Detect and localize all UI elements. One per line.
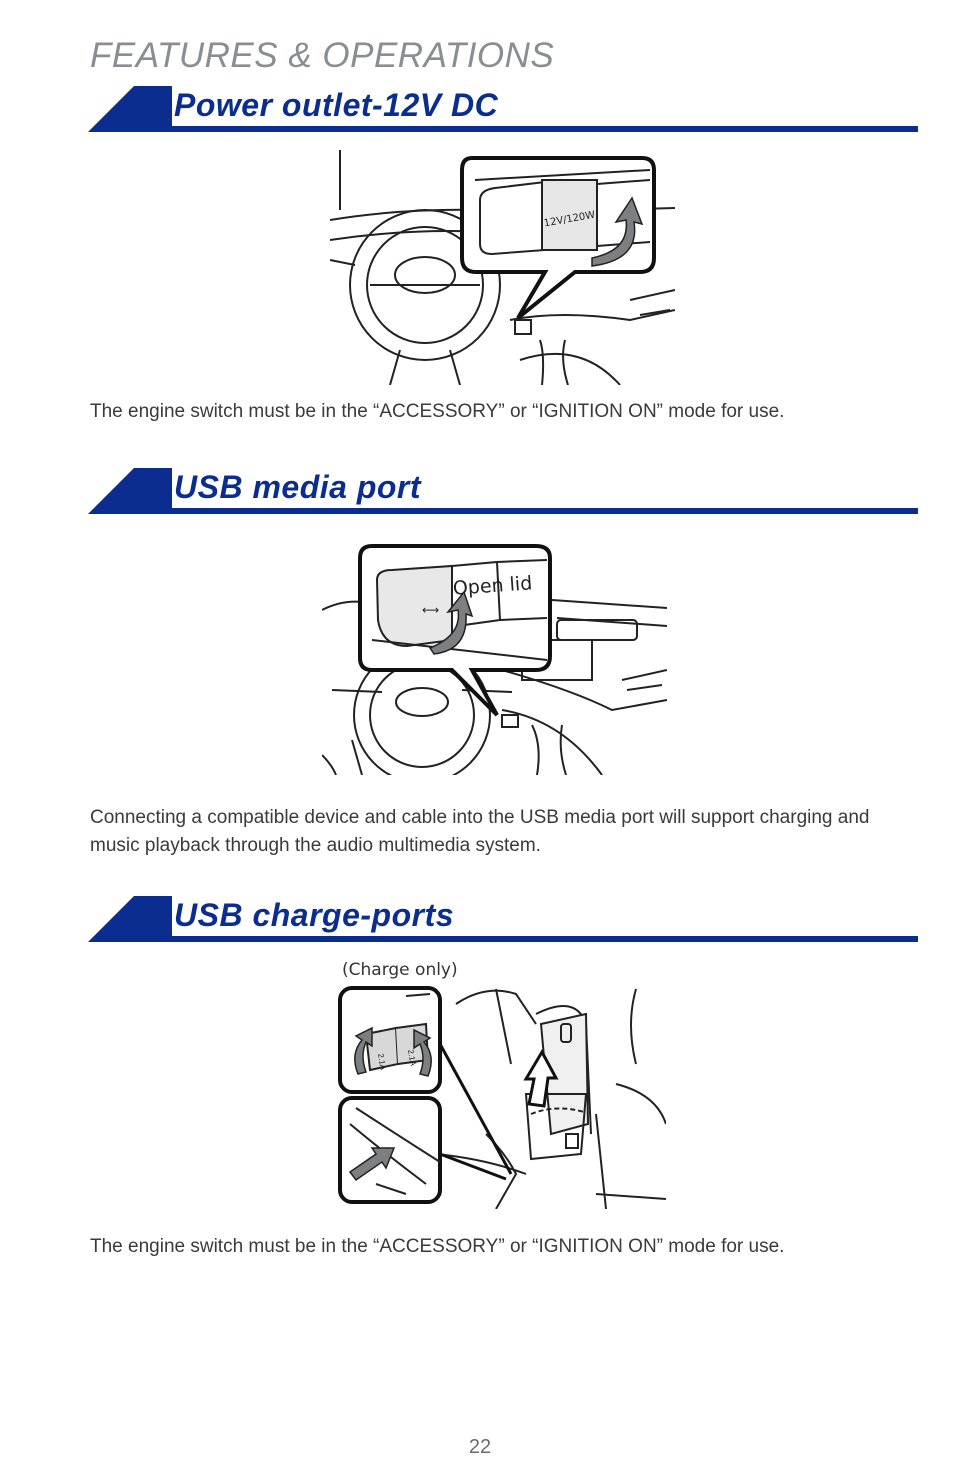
lift-arrow-icon [428, 590, 474, 655]
section-title-label: USB charge-ports [174, 897, 455, 933]
caption-power-outlet: The engine switch must be in the “ACCESS… [90, 401, 785, 422]
usb-media-port-illustration: Open lid ⟷ [322, 540, 667, 775]
page-header: FEATURES & OPERATIONS [90, 36, 555, 75]
charge-only-label: (Charge only) [342, 960, 458, 980]
push-arrow-icon [348, 1147, 396, 1182]
usb-port-1-label: 2.1A [376, 1053, 388, 1071]
lift-arrow-icon [413, 1028, 432, 1077]
section-title-label: USB media port [174, 469, 422, 505]
caption-usb-charge-ports: The engine switch must be in the “ACCESS… [90, 1236, 785, 1257]
open-arrow-icon [523, 1048, 559, 1108]
lift-arrow-icon [354, 1026, 373, 1075]
caption-usb-media-port: Connecting a compatible device and cable… [90, 807, 870, 856]
section-title-usb-media-port: USB media port [88, 468, 918, 514]
power-outlet-illustration: 12V/120W [330, 150, 675, 385]
usb-charge-ports-illustration: 2.1A 2.1A [336, 984, 666, 1209]
usb-icon: ⟷ [422, 603, 439, 617]
page-number: 22 [468, 1436, 492, 1458]
section-title-label: Power outlet-12V DC [174, 87, 499, 123]
usb-port-2-label: 2.1A [406, 1049, 418, 1067]
lift-arrow-icon [591, 196, 644, 267]
section-title-usb-charge-ports: USB charge-ports [88, 896, 918, 942]
section-title-power-outlet: Power outlet-12V DC [88, 86, 918, 132]
